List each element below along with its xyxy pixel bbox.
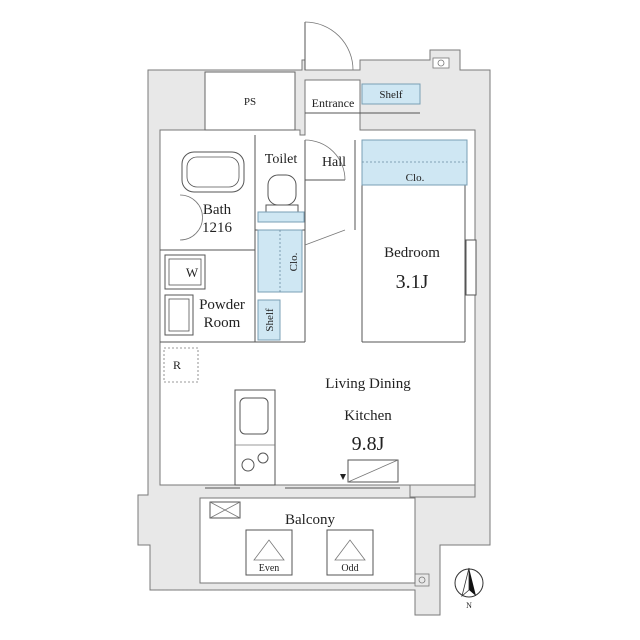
label-bath-size: 1216 <box>202 220 233 236</box>
label-bedroom: Bedroom <box>384 245 440 261</box>
label-balcony: Balcony <box>285 512 335 528</box>
entrance-door <box>304 21 354 71</box>
interior-walls <box>160 112 466 343</box>
toilet <box>265 174 299 216</box>
label-closet-top: Clo. <box>406 172 425 184</box>
bathtub <box>179 151 245 241</box>
entrance-shelf <box>361 83 421 105</box>
label-ac-even: Even <box>259 563 280 574</box>
label-refrigerator: R <box>173 358 181 372</box>
label-ldk-size: 9.8J <box>352 433 385 455</box>
window-marker <box>340 459 399 483</box>
label-ac-odd: Odd <box>341 563 358 574</box>
label-powder-2: Room <box>204 315 241 331</box>
hall-closet <box>257 229 303 293</box>
label-ldk-2: Kitchen <box>344 408 392 424</box>
ps-shaft <box>204 71 296 131</box>
powder-sink <box>164 294 194 336</box>
label-shelf-side: Shelf <box>264 308 276 332</box>
side-shelf <box>257 299 281 341</box>
compass-label: N <box>466 601 472 610</box>
toilet-shelf <box>257 211 305 223</box>
refrigerator-space <box>163 347 199 383</box>
label-powder-1: Powder <box>199 297 245 313</box>
balcony-windows <box>205 487 400 519</box>
washer <box>164 254 206 290</box>
bedroom-closet <box>361 139 468 186</box>
hall-door <box>304 139 346 181</box>
north-compass <box>454 567 484 598</box>
label-ps: PS <box>244 96 256 108</box>
kitchen-counter <box>234 389 276 486</box>
label-hall: Hall <box>322 155 346 170</box>
label-washer: W <box>186 265 199 280</box>
ac-unit-odd <box>326 529 374 576</box>
bedroom-door <box>304 229 346 246</box>
label-entrance-shelf: Shelf <box>379 89 403 101</box>
ac-unit-even <box>245 529 293 576</box>
bedroom-window <box>465 239 477 296</box>
label-toilet: Toilet <box>265 152 298 167</box>
label-closet-side: Clo. <box>288 252 300 271</box>
label-bath: Bath <box>203 202 232 218</box>
label-entrance: Entrance <box>312 96 355 110</box>
label-bedroom-size: 3.1J <box>396 271 429 293</box>
label-ldk-1: Living Dining <box>325 376 411 392</box>
